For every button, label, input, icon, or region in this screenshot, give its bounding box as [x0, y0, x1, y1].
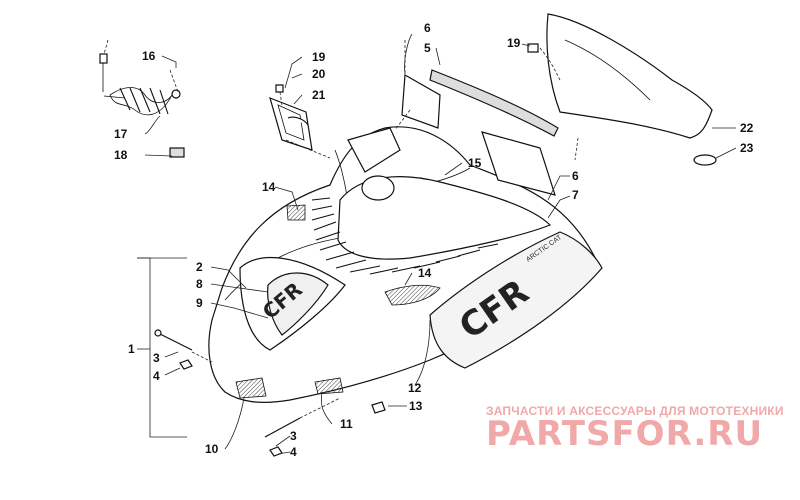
- callout-2: 2: [196, 260, 203, 274]
- callout-15: 15: [468, 156, 482, 170]
- callout-18: 18: [114, 148, 128, 162]
- mirror-assembly: [269, 97, 313, 151]
- callout-10: 10: [205, 442, 219, 456]
- callout-19b: 19: [507, 36, 521, 50]
- callout-13: 13: [409, 399, 423, 413]
- windshield-grommet: [693, 154, 717, 166]
- leader-lines: [137, 33, 737, 455]
- fastener-13: [371, 401, 386, 414]
- callout-17: 17: [114, 127, 128, 141]
- callout-8: 8: [196, 277, 203, 291]
- headlight-pod: [361, 175, 395, 201]
- hood-assembly: CFR ARCTIC CAT CFR: [208, 126, 603, 403]
- watermark-subtitle: ЗАПЧАСТИ И АКСЕССУАРЫ ДЛЯ МОТОТЕХНИКИ: [486, 404, 784, 418]
- screw-16: [99, 53, 108, 64]
- mirror-housing: [269, 97, 313, 151]
- callout-14a: 14: [262, 180, 276, 194]
- vent-center: [384, 284, 441, 306]
- watermark-brand: PARTSFOR.RU: [486, 414, 764, 454]
- callout-4b: 4: [290, 445, 297, 459]
- callout-6b: 6: [572, 169, 579, 183]
- callout-7: 7: [572, 188, 579, 202]
- hardware: [154, 43, 539, 457]
- callout-11: 11: [340, 417, 353, 431]
- vent-lower-left: [235, 377, 267, 399]
- callout-1: 1: [128, 342, 135, 356]
- callout-3b: 3: [290, 429, 297, 443]
- vent-left-upper: [286, 204, 306, 221]
- callout-20: 20: [312, 67, 326, 81]
- front-decal: [267, 272, 329, 336]
- callout-14b: 14: [418, 266, 432, 280]
- clip-4b: [269, 446, 283, 457]
- callout-3a: 3: [153, 351, 160, 365]
- callout-9: 9: [196, 296, 203, 310]
- windshield-panel: [546, 13, 713, 139]
- callout-21: 21: [312, 88, 326, 102]
- spring-assembly: [99, 53, 185, 158]
- windshield: [546, 13, 717, 166]
- callout-23: 23: [740, 141, 754, 155]
- side-decal: [429, 231, 603, 369]
- callout-4a: 4: [153, 369, 160, 383]
- hood-vent-ribs: [311, 197, 499, 275]
- callout-16: 16: [142, 49, 156, 63]
- callout-19a: 19: [312, 50, 326, 64]
- visor-trim: [401, 69, 559, 196]
- visor-trim-strip: [429, 69, 559, 137]
- callout-12: 12: [408, 381, 422, 395]
- screw-19a: [275, 84, 284, 93]
- callout-22: 22: [740, 121, 754, 135]
- reference-lines: [103, 39, 579, 419]
- callout-numbers: 1 2 3 3 4 4 5 6 6 7 8 9 10 11 12 13 14 1…: [114, 21, 754, 459]
- clip-18: [169, 147, 185, 158]
- callout-6a: 6: [424, 21, 431, 35]
- clip-4a: [179, 359, 193, 370]
- screw-19b: [527, 43, 539, 53]
- callout-5: 5: [424, 41, 431, 55]
- lens-upper: [401, 74, 441, 129]
- vent-lower-mid: [314, 377, 344, 395]
- nut-16: [171, 89, 181, 99]
- lens-lower: [481, 131, 556, 196]
- windshield-opening: [337, 176, 552, 260]
